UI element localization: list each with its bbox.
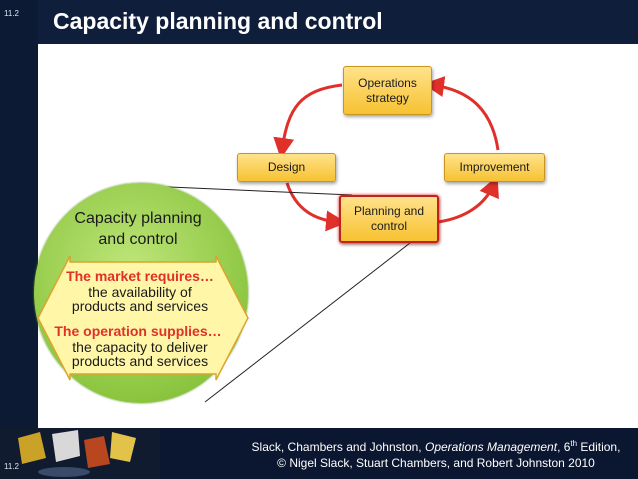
operation-heading: The operation supplies… [38, 323, 238, 339]
footer-citation: Slack, Chambers and Johnston, Operations… [240, 439, 632, 471]
slide-number-bottom: 11.2 [4, 462, 19, 471]
footer-edition-post: Edition, [577, 440, 620, 454]
footer-edition-pre: , 6 [557, 440, 570, 454]
footer-book-title: Operations Management [425, 440, 557, 454]
footer-authors: Slack, Chambers and Johnston, [252, 440, 425, 454]
footer-line-1: Slack, Chambers and Johnston, Operations… [240, 439, 632, 455]
footer-copyright: © Nigel Slack, Stuart Chambers, and Robe… [240, 455, 632, 471]
operation-line-2: products and services [45, 353, 235, 369]
market-line-2: products and services [50, 298, 230, 314]
market-heading: The market requires… [50, 268, 230, 284]
footer-decorative-image [0, 428, 160, 479]
